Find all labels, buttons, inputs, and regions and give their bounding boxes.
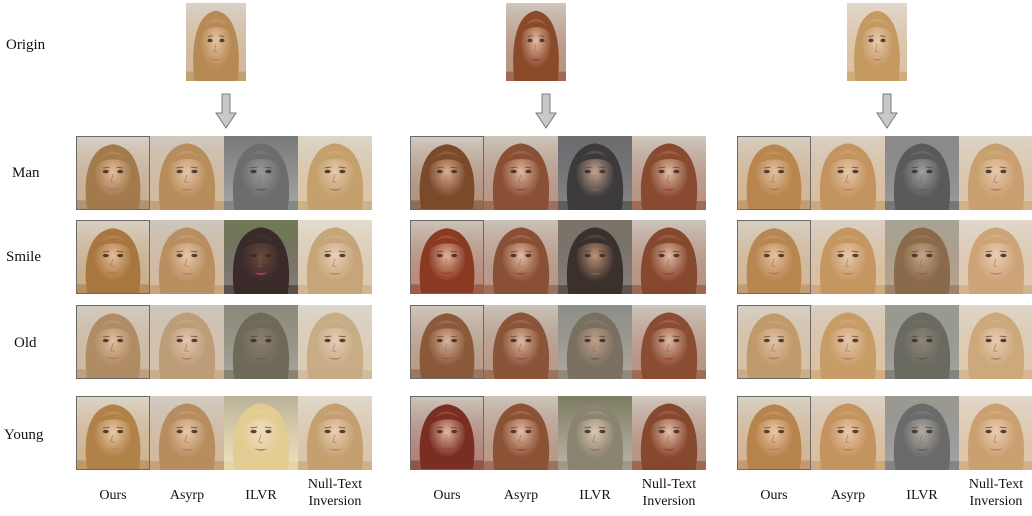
result-1-smile-asyrp [150, 220, 224, 294]
result-1-smile-ours [76, 220, 150, 294]
result-2-smile-ours [410, 220, 484, 294]
down-arrow-icon [535, 93, 557, 129]
origin-image-3 [847, 3, 907, 81]
result-1-old-nulltext [298, 305, 372, 379]
row-label-old: Old [14, 335, 37, 351]
result-1-young-ours [76, 396, 150, 470]
result-2-man-asyrp [484, 136, 558, 210]
row-label-man: Man [12, 165, 40, 181]
result-2-man-ilvr [558, 136, 632, 210]
result-2-young-ilvr [558, 396, 632, 470]
result-2-young-ours [410, 396, 484, 470]
result-3-young-ours [737, 396, 811, 470]
result-2-old-ours [410, 305, 484, 379]
column-label-nulltext: Null-Text Inversion [641, 477, 697, 509]
result-3-man-ilvr [885, 136, 959, 210]
result-2-old-nulltext [632, 305, 706, 379]
result-3-smile-ilvr [885, 220, 959, 294]
result-3-smile-ours [737, 220, 811, 294]
result-1-young-nulltext [298, 396, 372, 470]
result-3-old-asyrp [811, 305, 885, 379]
result-2-young-asyrp [484, 396, 558, 470]
result-3-young-nulltext [959, 396, 1032, 470]
result-2-smile-nulltext [632, 220, 706, 294]
result-1-smile-nulltext [298, 220, 372, 294]
result-1-young-ilvr [224, 396, 298, 470]
result-2-man-nulltext [632, 136, 706, 210]
result-1-man-asyrp [150, 136, 224, 210]
column-label-ours: Ours [99, 488, 127, 503]
column-label-ilvr: ILVR [579, 488, 611, 503]
result-3-old-ours [737, 305, 811, 379]
result-1-old-ours [76, 305, 150, 379]
column-label-ilvr: ILVR [245, 488, 277, 503]
column-label-asyrp: Asyrp [830, 488, 866, 503]
row-label-origin: Origin [6, 37, 46, 53]
result-2-man-ours [410, 136, 484, 210]
result-1-old-asyrp [150, 305, 224, 379]
result-3-young-asyrp [811, 396, 885, 470]
result-3-old-nulltext [959, 305, 1032, 379]
result-1-young-asyrp [150, 396, 224, 470]
row-label-young: Young [4, 427, 44, 443]
result-2-young-nulltext [632, 396, 706, 470]
result-3-smile-asyrp [811, 220, 885, 294]
column-label-nulltext: Null-Text Inversion [307, 477, 363, 509]
result-1-smile-ilvr [224, 220, 298, 294]
origin-image-1 [186, 3, 246, 81]
result-2-old-asyrp [484, 305, 558, 379]
result-1-old-ilvr [224, 305, 298, 379]
result-2-old-ilvr [558, 305, 632, 379]
result-2-smile-asyrp [484, 220, 558, 294]
down-arrow-icon [876, 93, 898, 129]
column-label-ilvr: ILVR [906, 488, 938, 503]
result-3-man-asyrp [811, 136, 885, 210]
result-1-man-ilvr [224, 136, 298, 210]
origin-image-2 [506, 3, 566, 81]
column-label-asyrp: Asyrp [503, 488, 539, 503]
result-2-smile-ilvr [558, 220, 632, 294]
result-1-man-nulltext [298, 136, 372, 210]
down-arrow-icon [215, 93, 237, 129]
result-3-man-nulltext [959, 136, 1032, 210]
result-3-old-ilvr [885, 305, 959, 379]
result-3-smile-nulltext [959, 220, 1032, 294]
column-label-asyrp: Asyrp [169, 488, 205, 503]
column-label-nulltext: Null-Text Inversion [968, 477, 1024, 509]
result-1-man-ours [76, 136, 150, 210]
result-3-young-ilvr [885, 396, 959, 470]
row-label-smile: Smile [6, 249, 42, 265]
result-3-man-ours [737, 136, 811, 210]
column-label-ours: Ours [433, 488, 461, 503]
column-label-ours: Ours [760, 488, 788, 503]
